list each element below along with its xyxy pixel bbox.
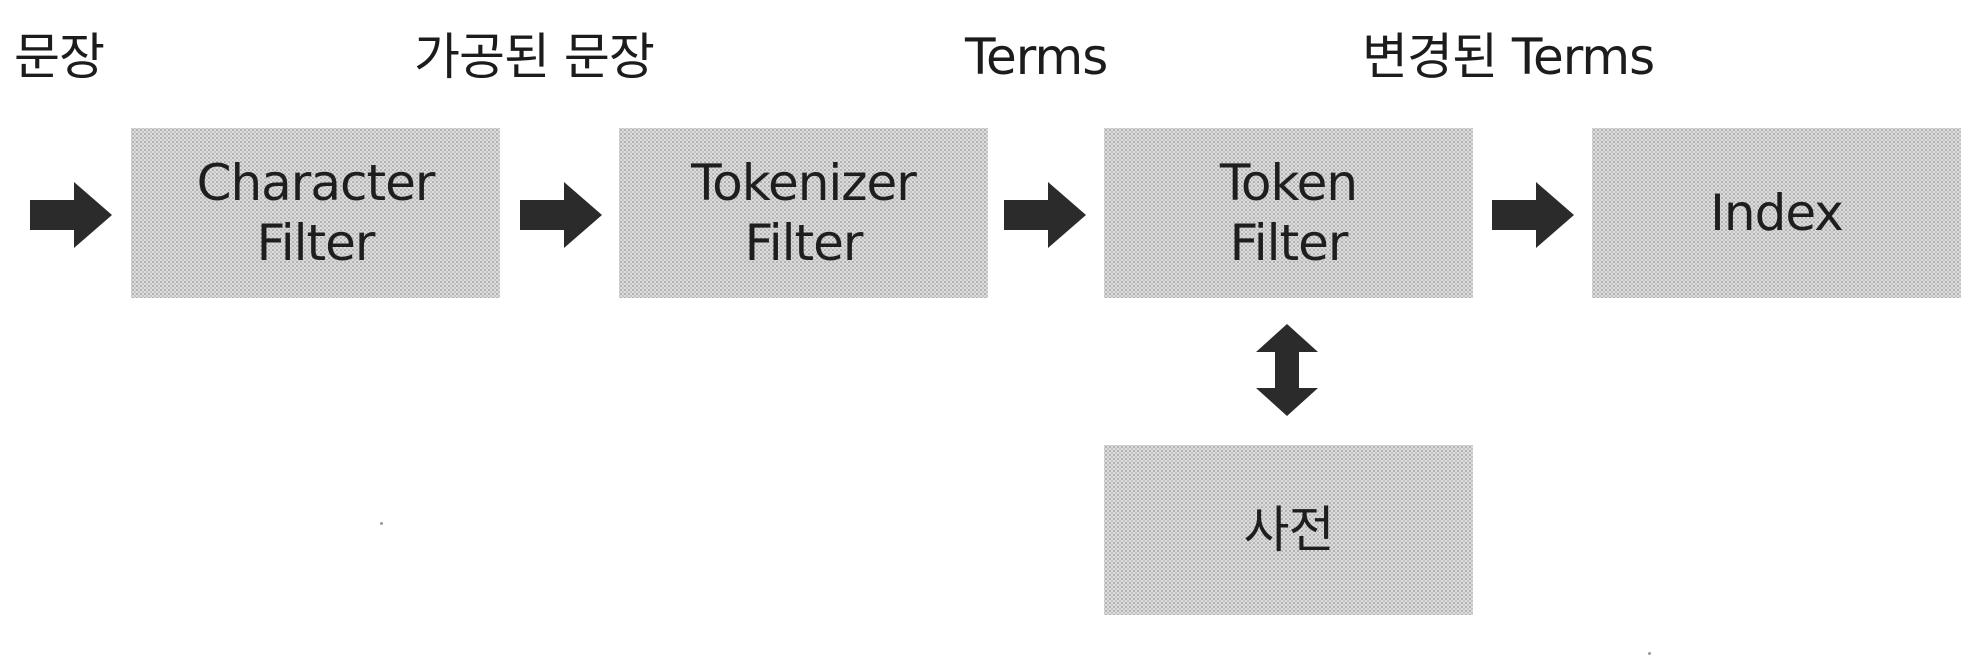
character-filter-line1: Character xyxy=(196,154,436,212)
token-filter-box: Token Filter xyxy=(1104,128,1473,298)
token-filter-line2: Filter xyxy=(1229,214,1349,272)
dictionary-label: 사전 xyxy=(1243,501,1335,559)
tokenizer-filter-line1: Tokenizer xyxy=(691,154,917,212)
right-arrow-icon xyxy=(1492,182,1574,248)
character-filter-label: Character Filter xyxy=(196,153,436,273)
scan-speck xyxy=(380,522,383,525)
up-down-arrow-icon xyxy=(1256,324,1318,416)
tokenizer-filter-label: Tokenizer Filter xyxy=(691,153,917,273)
right-arrow-icon xyxy=(520,182,602,248)
right-arrow-icon xyxy=(1004,182,1086,248)
tokenizer-filter-box: Tokenizer Filter xyxy=(619,128,988,298)
character-filter-box: Character Filter xyxy=(131,128,500,298)
modified-terms-label: 변경된 Terms xyxy=(1362,28,1655,86)
right-arrow-icon xyxy=(30,182,112,248)
scan-speck xyxy=(1648,652,1651,655)
input-sentence-label: 문장 xyxy=(14,28,105,86)
index-box: Index xyxy=(1592,128,1961,298)
index-label: Index xyxy=(1710,184,1844,242)
terms-label: Terms xyxy=(965,28,1108,86)
dictionary-box: 사전 xyxy=(1104,445,1473,615)
tokenizer-filter-line2: Filter xyxy=(744,214,864,272)
token-filter-line1: Token xyxy=(1219,154,1358,212)
token-filter-label: Token Filter xyxy=(1219,153,1358,273)
character-filter-line2: Filter xyxy=(256,214,376,272)
processed-sentence-label: 가공된 문장 xyxy=(414,28,655,86)
